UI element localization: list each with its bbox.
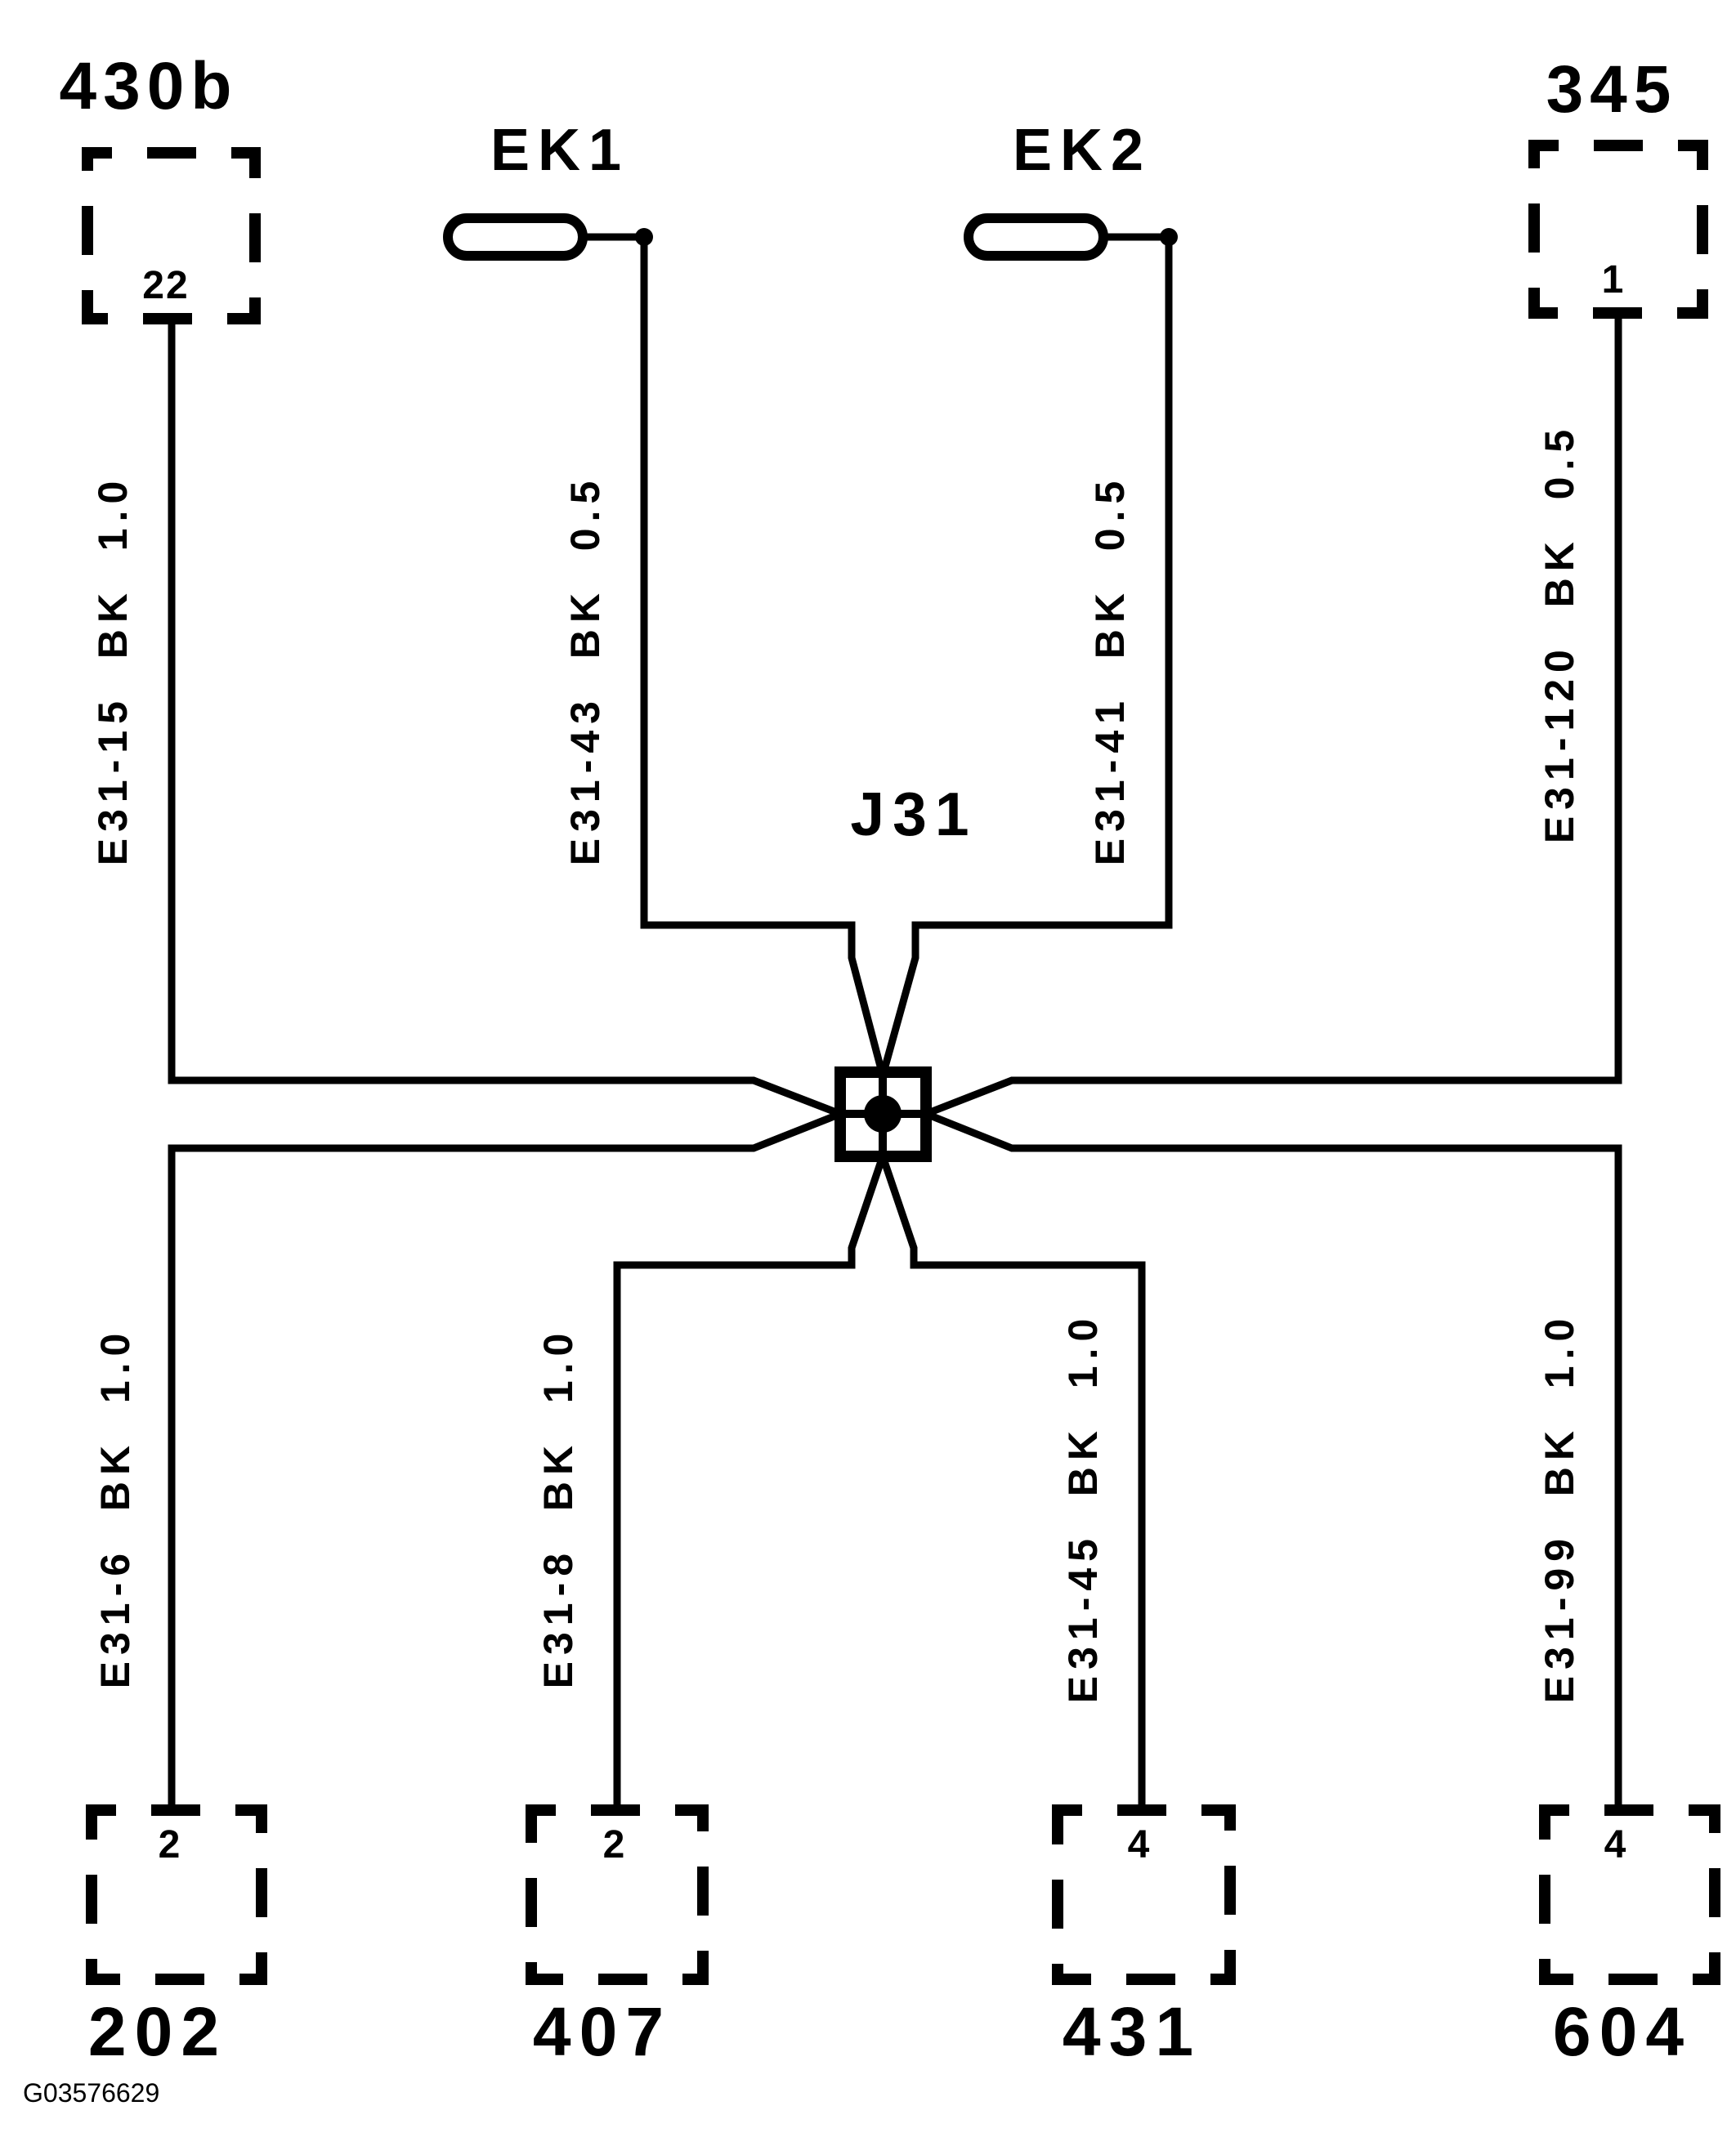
wire-e31-99 xyxy=(924,1110,1622,1810)
wire-label-e31-45: E31-45 BK 1.0 xyxy=(1060,1312,1106,1704)
ek2-label: EK2 xyxy=(1013,118,1152,183)
connector-345-pin: 1 xyxy=(1602,258,1626,302)
junction-label: J31 xyxy=(850,780,977,848)
wire-label-e31-8: E31-8 BK 1.0 xyxy=(535,1327,581,1689)
ek1-label: EK1 xyxy=(490,118,629,183)
wire-e31-43 xyxy=(640,245,887,1077)
wire-label-e31-15: E31-15 BK 1.0 xyxy=(90,475,136,866)
connector-430b-label: 430b xyxy=(60,49,239,123)
wire-label-e31-120: E31-120 BK 0.5 xyxy=(1537,423,1582,843)
connector-345-box xyxy=(1528,140,1708,319)
wire-label-e31-43: E31-43 BK 0.5 xyxy=(562,475,608,866)
connector-604-label: 604 xyxy=(1553,1993,1692,2070)
connector-407-box xyxy=(526,1804,709,1985)
connector-431-label: 431 xyxy=(1063,1993,1201,2070)
wire-labels-bottom: E31-6 BK 1.0 E31-8 BK 1.0 E31-45 BK 1.0 … xyxy=(92,1312,1582,1704)
connector-431: 4 431 xyxy=(1052,1804,1236,2070)
connector-407-label: 407 xyxy=(533,1993,672,2070)
figure-id: G03576629 xyxy=(23,2078,159,2108)
connector-431-box xyxy=(1052,1804,1236,1985)
wires xyxy=(168,245,1622,1810)
connector-430b-box xyxy=(82,147,261,324)
connector-604: 4 604 xyxy=(1539,1804,1720,2070)
ek2-splice-dot xyxy=(1160,228,1178,246)
wire-label-e31-99: E31-99 BK 1.0 xyxy=(1537,1312,1582,1704)
connector-202-label: 202 xyxy=(88,1993,227,2070)
connector-345: 345 1 xyxy=(1528,52,1708,319)
wire-e31-15 xyxy=(168,319,842,1118)
connector-407: 2 407 xyxy=(526,1804,709,2070)
ground-eyelet-ek1: EK1 xyxy=(443,118,653,261)
connector-604-box xyxy=(1539,1804,1720,1985)
wire-label-e31-41: E31-41 BK 0.5 xyxy=(1087,475,1133,866)
wire-e31-41 xyxy=(879,245,1173,1077)
wire-e31-8 xyxy=(613,1155,887,1810)
connector-407-pin: 2 xyxy=(603,1823,627,1867)
ground-eyelet-ek2: EK2 xyxy=(964,118,1178,261)
ek1-ring-terminal-icon xyxy=(443,213,588,261)
connector-202: 2 202 xyxy=(86,1804,267,2070)
connector-345-label: 345 xyxy=(1546,52,1678,127)
connector-202-box xyxy=(86,1804,267,1985)
connector-430b: 430b 22 xyxy=(60,49,261,324)
ek1-splice-dot xyxy=(635,228,653,246)
ek2-ring-terminal-icon xyxy=(964,213,1108,261)
wire-e31-120 xyxy=(924,313,1622,1118)
connector-202-pin: 2 xyxy=(159,1823,182,1867)
junction-j31: J31 xyxy=(834,780,977,1162)
wire-e31-45 xyxy=(879,1155,1146,1810)
wire-label-e31-6: E31-6 BK 1.0 xyxy=(92,1327,138,1689)
connector-604-pin: 4 xyxy=(1604,1823,1628,1867)
wire-e31-6 xyxy=(168,1110,842,1810)
connector-430b-pin: 22 xyxy=(142,264,189,307)
wire-labels-top: E31-15 BK 1.0 E31-43 BK 0.5 E31-41 BK 0.… xyxy=(90,423,1582,865)
junction-ground-dot xyxy=(864,1095,902,1133)
connector-431-pin: 4 xyxy=(1128,1823,1152,1867)
